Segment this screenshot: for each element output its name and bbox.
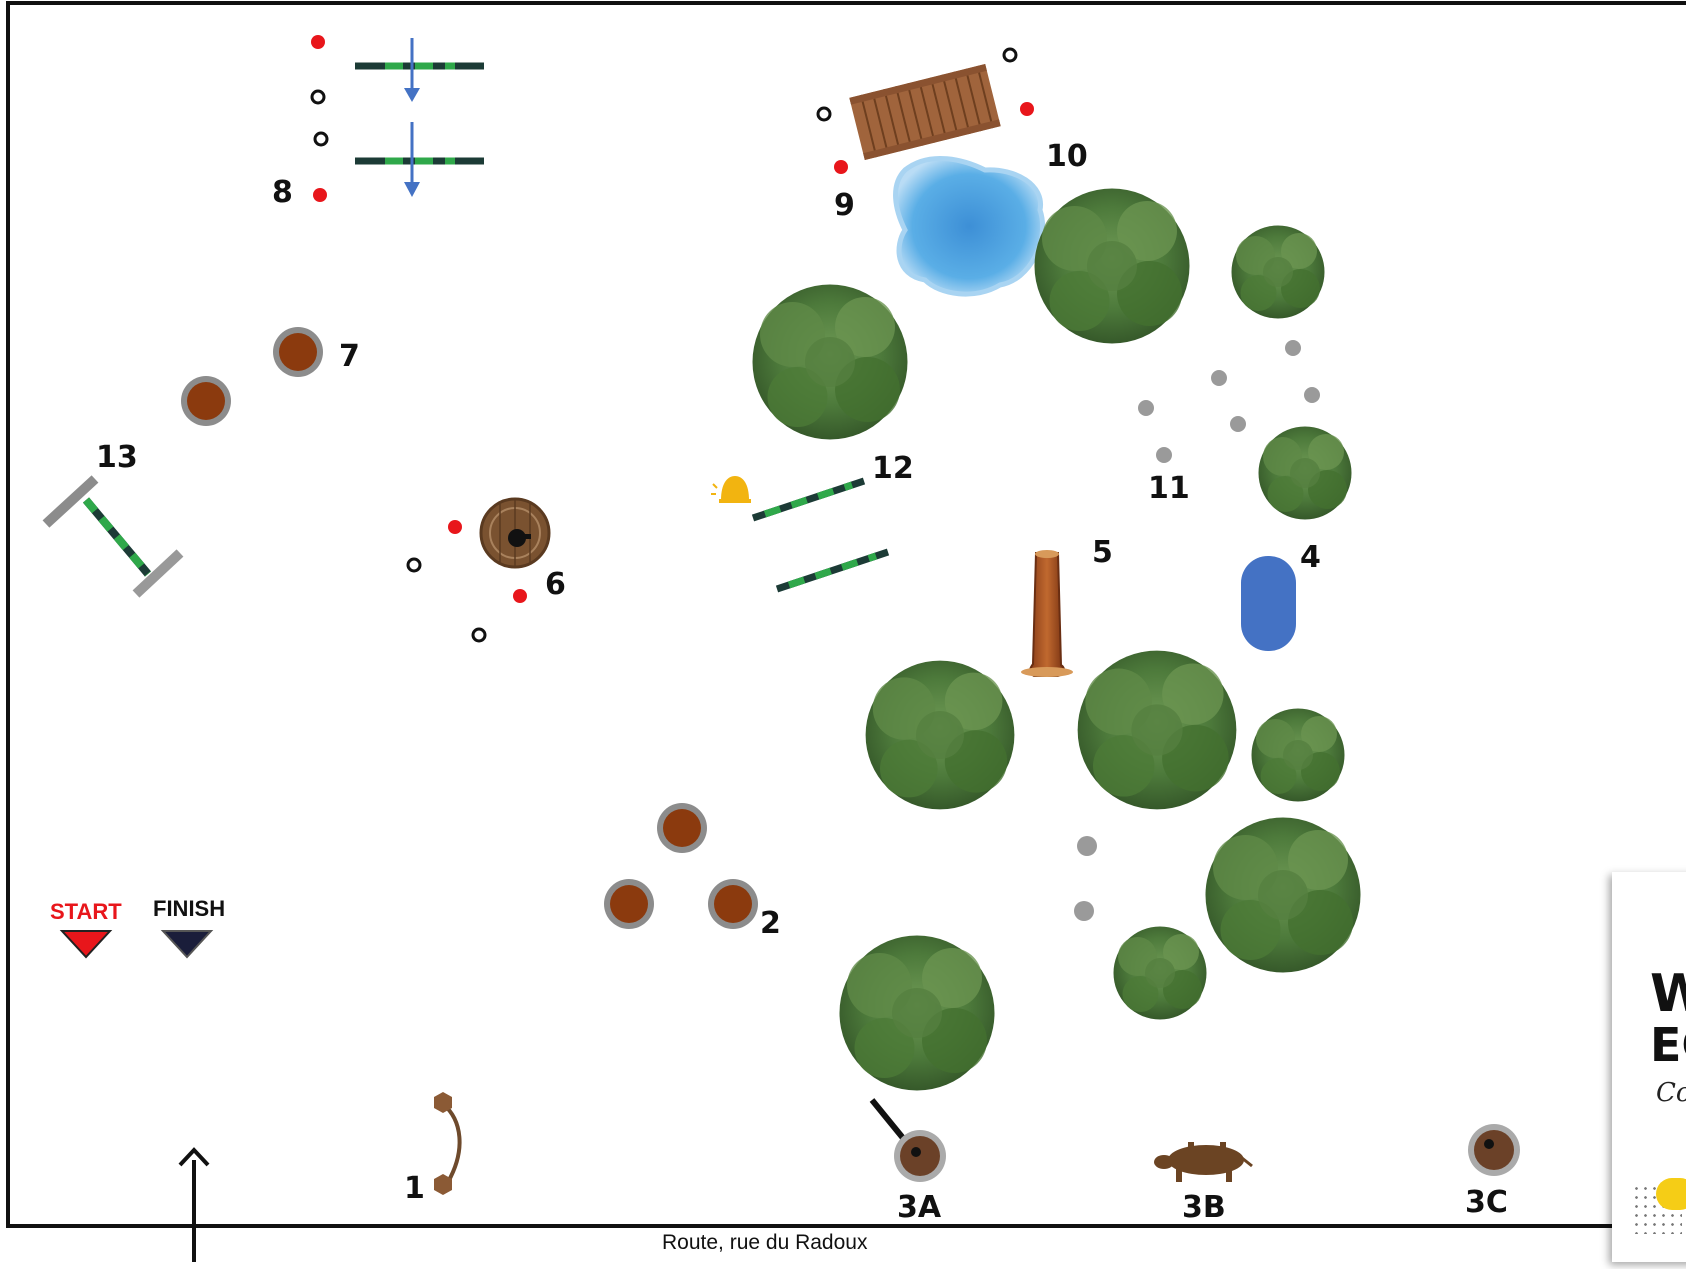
red-marker xyxy=(1020,102,1034,116)
obstacle-label: 7 xyxy=(339,339,360,374)
stone xyxy=(1138,400,1154,416)
red-marker xyxy=(448,520,462,534)
stone xyxy=(1285,340,1301,356)
arrow-down-icon xyxy=(404,38,420,102)
obstacle-12: 12 xyxy=(711,451,914,593)
log xyxy=(181,376,231,426)
obstacle-label: 9 xyxy=(834,188,855,223)
log xyxy=(657,803,707,853)
obstacle-7: 7 xyxy=(181,327,360,426)
logo-card: W EC Co xyxy=(1612,872,1686,1262)
obstacle-label: 4 xyxy=(1300,540,1321,575)
obstacle-5: 5 xyxy=(1021,535,1113,677)
stone xyxy=(1074,901,1094,921)
tree-icon xyxy=(1251,708,1345,802)
obstacle-8: 8 xyxy=(272,35,484,210)
arrow-up-icon xyxy=(178,1147,210,1262)
triangle-marker-icon xyxy=(59,930,113,959)
obstacle-3C: 3C xyxy=(1465,1124,1520,1220)
tree-icon xyxy=(1205,817,1361,973)
log xyxy=(708,879,758,929)
obstacle-1: 1 xyxy=(404,1092,462,1206)
obstacle-label: 1 xyxy=(404,1171,425,1206)
barrel-icon xyxy=(479,497,551,569)
white-marker xyxy=(313,131,329,147)
logo-yellow-shape xyxy=(1656,1178,1686,1210)
obstacle-label: 3B xyxy=(1182,1190,1226,1225)
obstacle-9: 9 xyxy=(816,47,1034,223)
pond-icon xyxy=(893,155,1046,297)
bell-icon xyxy=(711,476,751,503)
finish-label: FINISH xyxy=(153,896,225,921)
obstacle-label: 11 xyxy=(1148,471,1190,506)
tree-icon xyxy=(1034,188,1190,344)
course-boundary xyxy=(6,1,1686,1228)
obstacle-label: 13 xyxy=(96,440,138,475)
stone xyxy=(1211,370,1227,386)
obstacle-10: 10 xyxy=(893,139,1088,297)
obstacle-3B: 3B xyxy=(1154,1142,1253,1225)
obstacle-label: 6 xyxy=(545,567,566,602)
red-marker xyxy=(311,35,325,49)
road-label: Route, rue du Radoux xyxy=(662,1231,868,1254)
finish-marker: FINISH xyxy=(153,896,225,959)
obstacle-label: 10 xyxy=(1046,139,1088,174)
obstacle-label: 3A xyxy=(897,1190,942,1225)
obstacle-label: 8 xyxy=(272,175,293,210)
white-marker xyxy=(310,89,326,105)
start-marker: START xyxy=(50,899,122,959)
start-label: START xyxy=(50,899,122,924)
stone xyxy=(1304,387,1320,403)
obstacle-label: 3C xyxy=(1465,1185,1508,1220)
white-marker xyxy=(1002,47,1018,63)
stone xyxy=(1156,447,1172,463)
log xyxy=(604,879,654,929)
obstacle-6: 6 xyxy=(406,497,566,643)
tree-icon xyxy=(839,935,995,1091)
arrow-down-icon xyxy=(404,122,420,197)
logo-text: W xyxy=(1650,964,1686,1024)
obstacle-label: 5 xyxy=(1092,535,1113,570)
red-marker xyxy=(834,160,848,174)
white-marker xyxy=(406,557,422,573)
red-marker xyxy=(313,188,327,202)
red-marker xyxy=(513,589,527,603)
obstacle-11: 11 xyxy=(1138,340,1320,506)
tree-icon xyxy=(1113,926,1207,1020)
obstacle-2: 2 xyxy=(604,803,781,941)
stone xyxy=(1077,836,1097,856)
logo-text: Co xyxy=(1656,1078,1686,1108)
obstacle-label: 2 xyxy=(760,906,781,941)
tree-icon xyxy=(1258,426,1352,520)
obstacle-label: 12 xyxy=(872,451,914,486)
obstacle-4: 4 xyxy=(1241,540,1321,651)
white-marker xyxy=(816,106,832,122)
logo-text: EC xyxy=(1650,1018,1686,1072)
white-marker xyxy=(471,627,487,643)
tree-icon xyxy=(1077,650,1237,810)
tree-icon xyxy=(752,284,908,440)
cow-icon xyxy=(1154,1142,1253,1182)
tree-icon xyxy=(1231,225,1325,319)
log xyxy=(273,327,323,377)
triangle-marker-icon xyxy=(160,930,214,959)
tree-icon xyxy=(865,660,1015,810)
obstacle-3A: 3A xyxy=(869,1098,946,1225)
obstacle-13: 13 xyxy=(42,440,184,598)
stone xyxy=(1230,416,1246,432)
